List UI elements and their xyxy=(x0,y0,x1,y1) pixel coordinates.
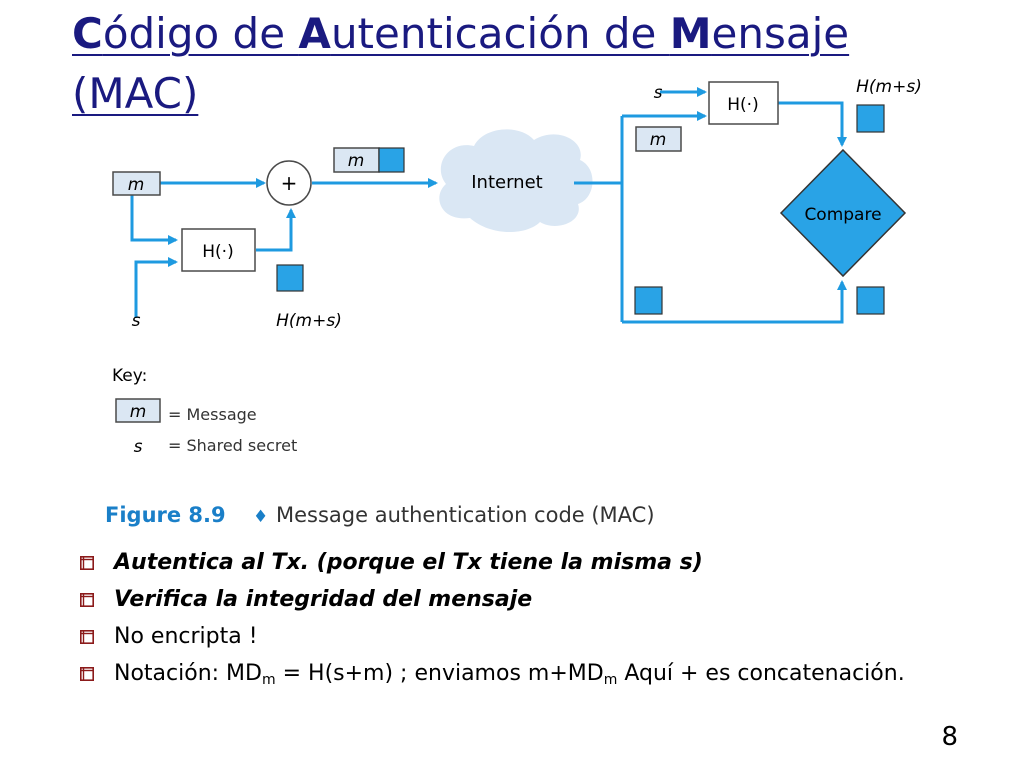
packet-m-label: m xyxy=(348,151,365,171)
key-heading: Key: xyxy=(112,366,147,386)
received-mac-to-compare-arrow xyxy=(622,280,847,324)
figure-separator: ♦ xyxy=(253,507,268,527)
s-to-hash-arrow xyxy=(134,257,178,318)
key-s-desc: = Shared secret xyxy=(168,436,297,455)
internet-label: Internet xyxy=(471,172,542,193)
transmitted-packet: m xyxy=(333,147,405,173)
sender-hash-block xyxy=(276,264,304,292)
internet-cloud: Internet xyxy=(439,129,593,233)
hash-to-plus-arrow xyxy=(256,208,296,252)
receiver-received-mac-block-left xyxy=(634,286,663,315)
bullet-item: No encripta ! xyxy=(80,618,980,655)
key-m-symbol: m xyxy=(130,402,147,422)
receiver-s-label: s xyxy=(654,83,663,103)
bullet-marker-icon xyxy=(80,667,94,681)
sender-side: m + H(·) s H(m+s) m xyxy=(112,147,438,331)
receiver-hash-box: H(·) xyxy=(708,81,779,125)
figure-caption-text: Message authentication code (MAC) xyxy=(276,503,655,527)
receiver-computed-mac-block xyxy=(856,104,885,133)
packet-mac-block xyxy=(378,147,405,173)
figure-caption: Figure 8.9 ♦ Message authentication code… xyxy=(105,503,655,527)
key-m-desc: = Message xyxy=(168,405,257,424)
figure-label: Figure 8.9 xyxy=(105,503,226,527)
key-message-box xyxy=(115,398,161,423)
receiver-side: s H(·) m H(m+s) Compare xyxy=(574,77,922,324)
m-to-hash-arrow xyxy=(130,194,178,245)
bullet-marker-icon xyxy=(80,593,94,607)
hash-to-compare-arrow xyxy=(778,101,847,147)
slide-title: Código de Autenticación de Mensaje(MAC) xyxy=(72,9,850,118)
receiver-hash-label: H(·) xyxy=(727,95,758,115)
plus-label: + xyxy=(281,171,298,195)
sender-hash-out-label: H(m+s) xyxy=(276,311,342,331)
bullet-item: Verifica la integridad del mensaje xyxy=(80,581,980,618)
compare-diamond: Compare xyxy=(779,148,907,278)
sender-s-label: s xyxy=(132,311,141,331)
bullet-item: Autentica al Tx. (porque el Tx tiene la … xyxy=(80,544,980,581)
bullet-item: Notación: MDm = H(s+m) ; enviamos m+MDm … xyxy=(80,655,980,689)
key-s-symbol: s xyxy=(134,437,143,457)
receiver-message-box: m xyxy=(635,126,682,152)
sender-hash-label: H(·) xyxy=(202,242,233,262)
sender-m-label: m xyxy=(128,175,145,195)
bullet-marker-icon xyxy=(80,630,94,644)
receiver-hash-out-label: H(m+s) xyxy=(856,77,922,97)
sender-message-box: m xyxy=(112,171,161,196)
bullet-marker-icon xyxy=(80,556,94,570)
receiver-received-mac-block-right xyxy=(856,286,885,315)
compare-label: Compare xyxy=(804,205,881,225)
bullet-list: Autentica al Tx. (porque el Tx tiene la … xyxy=(80,544,980,689)
concat-plus-circle: + xyxy=(266,160,312,206)
sender-hash-box: H(·) xyxy=(181,228,256,272)
diagram-key: Key: m = Message s = Shared secret xyxy=(112,366,297,457)
receiver-m-label: m xyxy=(650,130,667,150)
page-number: 8 xyxy=(941,722,958,752)
